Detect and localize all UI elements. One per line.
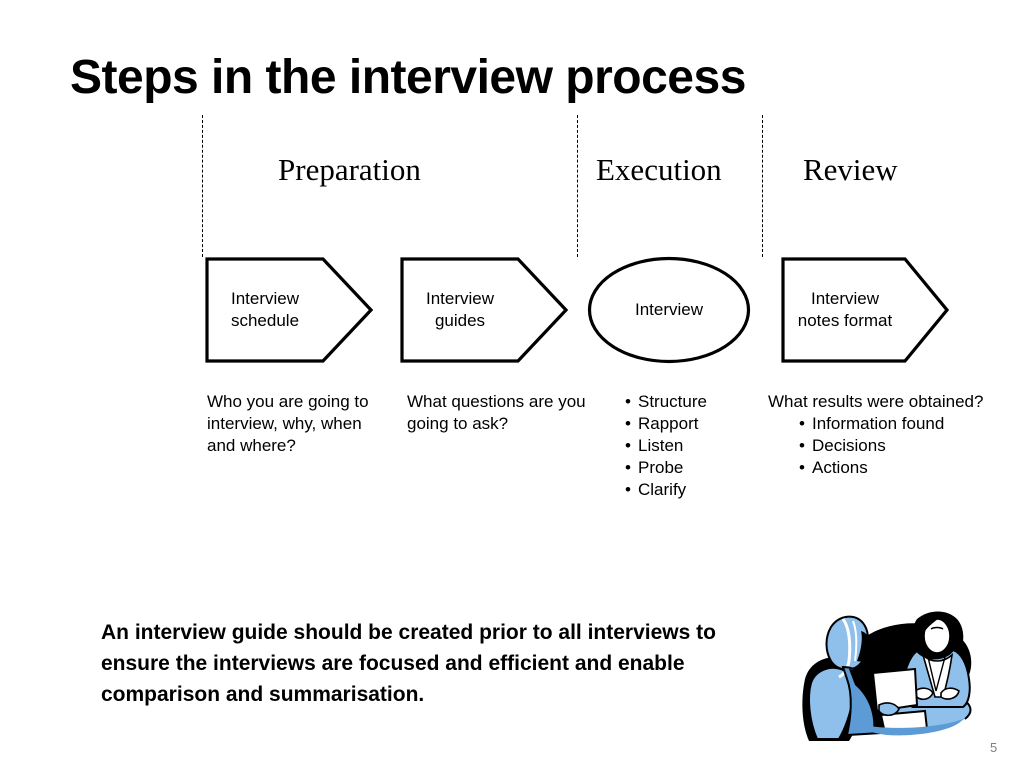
- step-shape-label-line2: notes format: [797, 311, 893, 330]
- step-shape-label-line1: Interview: [634, 300, 704, 319]
- step-shape-label: Interview notes format: [781, 256, 909, 364]
- phase-divider-right: [762, 115, 763, 257]
- list-item: Listen: [625, 435, 775, 457]
- step-shape-label-line1: Interview: [810, 289, 880, 308]
- step-caption-preparation-schedule: Who you are going to interview, why, whe…: [207, 392, 369, 455]
- step-caption-preparation-guides: What questions are you going to ask?: [407, 392, 586, 433]
- review-caption-question: What results were obtained?: [768, 392, 984, 411]
- chevron-shape-icon: [400, 257, 568, 363]
- chevron-shape-icon: [205, 257, 373, 363]
- step-shape-interview-notes-format: Interview notes format: [781, 256, 949, 364]
- interview-two-people-icon: [802, 611, 972, 741]
- chevron-shape-icon: [781, 257, 949, 363]
- review-sub-bullet-list: Information found Decisions Actions: [799, 413, 998, 479]
- step-shape-label-line1: Interview: [425, 289, 495, 308]
- page-title: Steps in the interview process: [70, 51, 746, 104]
- phase-divider-left: [202, 115, 203, 257]
- phase-label-preparation: Preparation: [278, 152, 421, 187]
- step-shape-label: Interview: [587, 256, 751, 364]
- step-caption-review: What results were obtained? Information …: [768, 391, 998, 479]
- step-shape-label-line2: guides: [434, 311, 486, 330]
- step-shape-label-line2: schedule: [230, 311, 300, 330]
- list-item: Decisions: [799, 435, 998, 457]
- phase-label-review: Review: [803, 152, 898, 187]
- ellipse-shape-icon: [587, 256, 751, 364]
- step-caption-execution: Structure Rapport Listen Probe Clarify: [625, 391, 775, 501]
- step-shape-interview-guides: Interview guides: [400, 256, 568, 364]
- list-item: Actions: [799, 457, 998, 479]
- list-item: Information found: [799, 413, 998, 435]
- step-shape-label-line1: Interview: [230, 289, 300, 308]
- bottom-statement: An interview guide should be created pri…: [101, 621, 716, 706]
- phase-label-execution: Execution: [596, 152, 722, 187]
- list-item: Structure: [625, 391, 775, 413]
- step-shape-label: Interview guides: [400, 256, 520, 364]
- interview-illustration: [795, 605, 990, 745]
- step-shape-interview-schedule: Interview schedule: [205, 256, 373, 364]
- page-number: 5: [990, 740, 998, 755]
- list-item: Clarify: [625, 479, 775, 501]
- phase-divider-middle: [577, 115, 578, 257]
- execution-bullet-list: Structure Rapport Listen Probe Clarify: [625, 391, 775, 501]
- list-item: Rapport: [625, 413, 775, 435]
- step-shape-label: Interview schedule: [205, 256, 325, 364]
- step-shape-interview: Interview: [587, 256, 751, 364]
- list-item: Probe: [625, 457, 775, 479]
